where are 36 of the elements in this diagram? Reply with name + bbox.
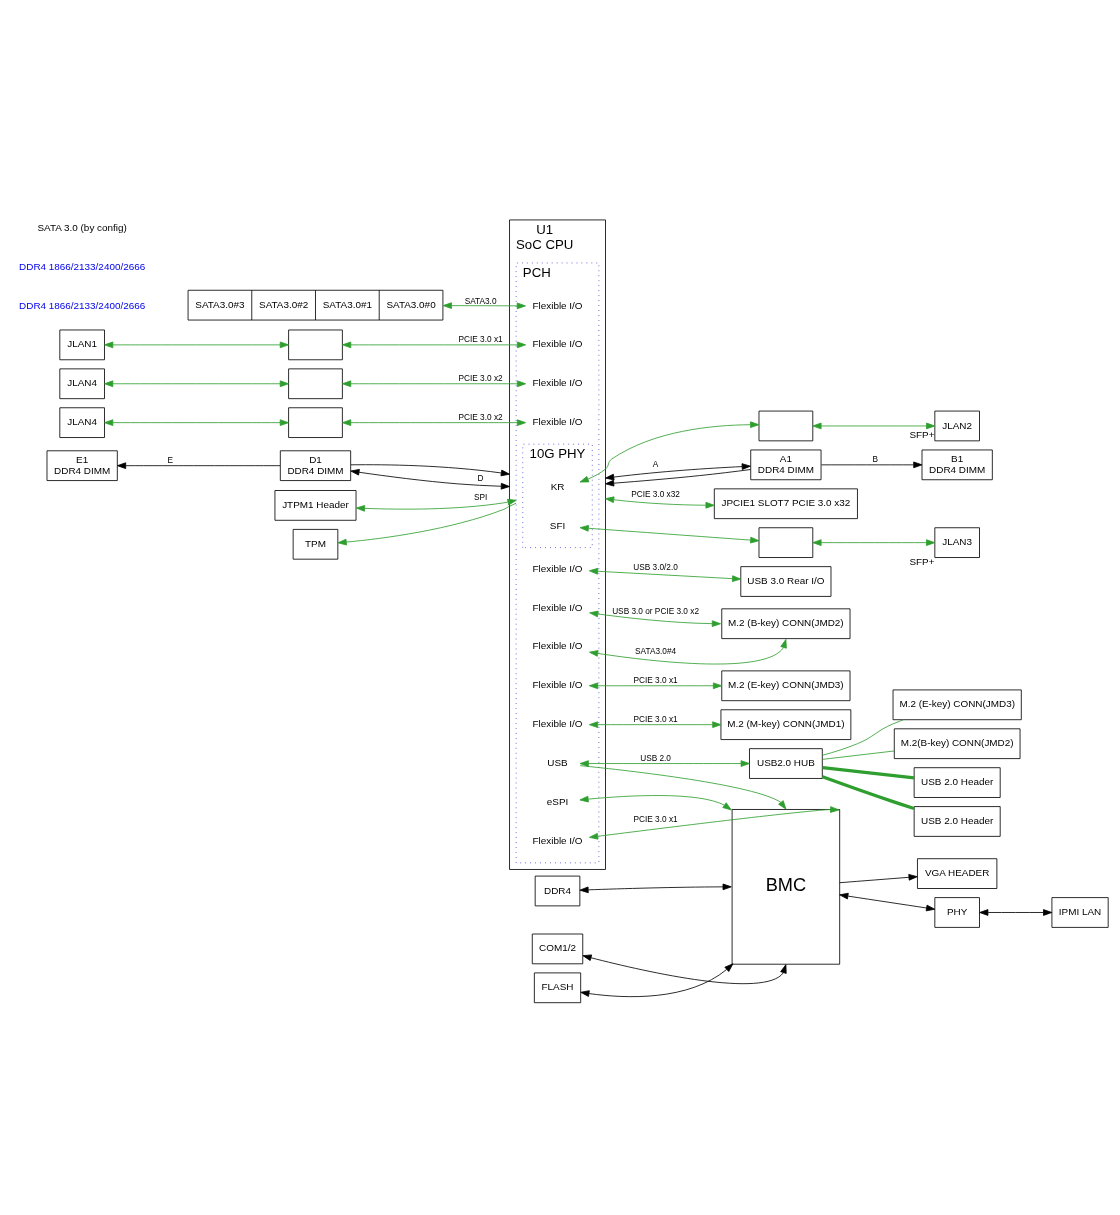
edge-label: USB 3.0/2.0 — [633, 562, 678, 572]
edge-label: USB 2.0 — [640, 753, 671, 763]
edge-label: SATA3.0 — [464, 296, 497, 305]
edge-label: PCIE 3.0 x1 — [458, 334, 503, 344]
node-text: Flexible I/O — [532, 834, 583, 846]
node-text: Flexible I/O — [532, 717, 583, 729]
label: SATA 3.0 (by config) — [37, 221, 127, 233]
node-text: Flexible I/O — [532, 415, 583, 427]
edge-label: PCIE 3.0 x2 — [458, 412, 503, 422]
edge-label: PCIE 3.0 x2 — [458, 373, 503, 383]
node-text: Flexible I/O — [532, 678, 583, 690]
node-text: SFI — [549, 519, 566, 531]
edge-label: B — [872, 454, 879, 464]
edge-label: PCIE 3.0 x32 — [631, 489, 680, 499]
edge-label: PCIE 3.0 x1 — [633, 714, 678, 724]
edge-label: A — [652, 459, 659, 469]
node-text: USB — [547, 756, 568, 768]
node-text: Flexible I/O — [532, 562, 583, 574]
edge-label: SPI — [473, 492, 488, 502]
node-text: KR — [550, 480, 565, 492]
node-text: Flexible I/O — [532, 376, 583, 388]
edge-label: E — [167, 455, 174, 465]
edge-label: SATA3.0#4 — [635, 646, 677, 656]
node-label: SFP+ — [909, 428, 935, 440]
label: DDR4 1866/2133/2400/2666 — [19, 299, 146, 311]
node-text: Flexible I/O — [532, 337, 583, 349]
edge-label: USB 3.0 or PCIE 3.0 x2 — [612, 606, 699, 616]
edge-label: PCIE 3.0 x1 — [633, 675, 678, 685]
node-text: Flexible I/O — [532, 601, 583, 613]
node-text: Flexible I/O — [532, 639, 583, 651]
edge-label: PCIE 3.0 x1 — [633, 814, 678, 824]
node-label: SFP+ — [909, 555, 935, 567]
node-text: Flexible I/O — [532, 299, 583, 311]
node-text: eSPI — [546, 795, 569, 807]
edge-label: D — [477, 473, 484, 483]
label: DDR4 1866/2133/2400/2666 — [19, 260, 146, 272]
